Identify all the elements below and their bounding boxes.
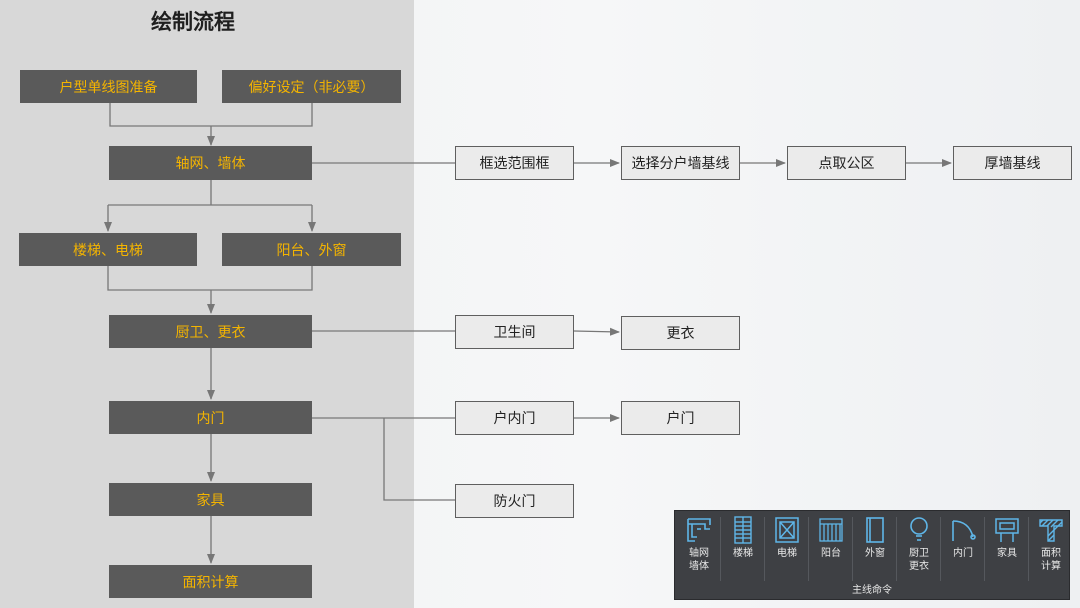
toolbar-separator <box>940 517 941 581</box>
tool-label: 家具 <box>997 548 1017 559</box>
node-jiaju: 家具 <box>109 483 312 516</box>
window-icon <box>866 517 884 543</box>
toolbar-separator <box>720 517 721 581</box>
tool-elevator[interactable]: 电梯 <box>765 515 809 583</box>
tool-axis-wall[interactable]: 轴网 墙体 <box>677 515 721 583</box>
toolbar-separator <box>764 517 765 581</box>
tool-area-calc[interactable]: 面积 计算 <box>1029 515 1073 583</box>
toolbar-separator <box>896 517 897 581</box>
node-huxing: 户型单线图准备 <box>20 70 197 103</box>
connector-to-fanghuo <box>383 418 456 501</box>
node-louti: 楼梯、电梯 <box>19 233 197 266</box>
arrow-to-gengyi <box>573 327 620 336</box>
area-icon <box>1039 519 1063 542</box>
axis-wall-icon <box>687 518 711 542</box>
tool-label: 电梯 <box>777 548 797 559</box>
connector-mid-merge <box>107 266 313 291</box>
toolbar-separator <box>852 517 853 581</box>
node-fanghuo: 防火门 <box>455 484 574 518</box>
node-weisheng: 卫生间 <box>455 315 574 349</box>
main-command-toolbar: 轴网 墙体 楼梯 电梯 <box>674 510 1070 600</box>
node-gengyi: 更衣 <box>621 316 740 350</box>
page-title: 绘制流程 <box>151 10 235 34</box>
toolbar-caption: 主线命令 <box>852 585 892 596</box>
tool-label: 阳台 <box>821 548 841 559</box>
node-yangtai: 阳台、外窗 <box>222 233 401 266</box>
toolbar-separator <box>984 517 985 581</box>
tool-inner-door[interactable]: 内门 <box>941 515 985 583</box>
node-houqiang: 厚墙基线 <box>953 146 1072 180</box>
tool-balcony[interactable]: 阳台 <box>809 515 853 583</box>
tool-furniture[interactable]: 家具 <box>985 515 1029 583</box>
furniture-icon <box>995 518 1019 542</box>
toolbar-separator <box>808 517 809 581</box>
stairs-icon <box>734 516 752 544</box>
node-mianji: 面积计算 <box>109 565 312 598</box>
node-dianqu: 点取公区 <box>787 146 906 180</box>
bulb-icon <box>910 517 928 541</box>
node-zhouwang: 轴网、墙体 <box>109 146 312 180</box>
tool-label: 内门 <box>953 548 973 559</box>
tool-stairs[interactable]: 楼梯 <box>721 515 765 583</box>
node-kuangxuan: 框选范围框 <box>455 146 574 180</box>
tool-label: 楼梯 <box>733 548 753 559</box>
node-xuanze: 选择分户墙基线 <box>621 146 740 180</box>
elevator-icon <box>775 517 799 543</box>
toolbar-separator <box>1028 517 1029 581</box>
tool-label: 外窗 <box>865 548 885 559</box>
node-neimen: 内门 <box>109 401 312 434</box>
node-huneimen: 户内门 <box>455 401 574 435</box>
tool-label: 面积 计算 <box>1041 548 1061 572</box>
connector-top-merge <box>109 103 313 127</box>
tool-label: 轴网 墙体 <box>689 548 709 572</box>
balcony-icon <box>819 518 843 542</box>
door-icon <box>952 520 976 541</box>
node-chuwei: 厨卫、更衣 <box>109 315 312 348</box>
node-pianhao: 偏好设定（非必要） <box>222 70 401 103</box>
tool-window[interactable]: 外窗 <box>853 515 897 583</box>
tool-label: 厨卫 更衣 <box>909 548 929 572</box>
tool-kitchen-bath[interactable]: 厨卫 更衣 <box>897 515 941 583</box>
node-humen: 户门 <box>621 401 740 435</box>
